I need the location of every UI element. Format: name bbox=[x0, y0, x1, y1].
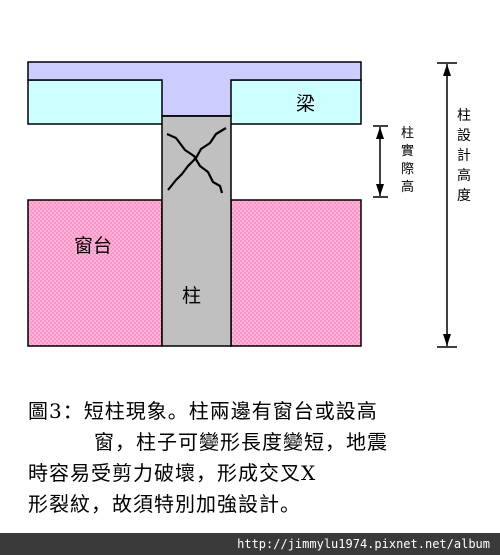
short-column-diagram: 梁 窗台 柱 柱 實 際 高 柱 設 計 高 度 bbox=[27, 61, 471, 348]
windowsill-right bbox=[230, 199, 362, 347]
watermark-bar: http://jimmylu1974.pixnet.net/album bbox=[0, 533, 500, 555]
caption-line: 形裂紋，故須特別加強設計。 bbox=[28, 492, 301, 516]
column-label: 柱 bbox=[182, 285, 201, 307]
label-char: 柱 bbox=[457, 108, 471, 124]
label-char: 柱 bbox=[401, 126, 414, 141]
caption-line: 時容易受剪力破壞，形成交叉X bbox=[28, 461, 317, 485]
column-actual-height-dimension bbox=[373, 125, 388, 198]
label-char: 度 bbox=[457, 188, 471, 204]
label-char: 高 bbox=[457, 167, 471, 184]
column bbox=[161, 115, 232, 347]
beam-label: 梁 bbox=[296, 93, 315, 115]
caption-line: 窗，柱子可變形長度變短，地震 bbox=[94, 430, 388, 454]
column-design-height-label: 柱 設 計 高 度 bbox=[457, 108, 471, 204]
windowsill-left bbox=[27, 199, 163, 347]
label-char: 設 bbox=[457, 128, 471, 144]
x-crack bbox=[166, 127, 227, 194]
label-char: 際 bbox=[401, 162, 414, 177]
figure-caption: 圖3：短柱現象。柱兩邊有窗台或設高 窗，柱子可變形長度變短，地震 時容易受剪力破… bbox=[28, 396, 488, 520]
label-char: 高 bbox=[401, 179, 414, 195]
windowsill-label: 窗台 bbox=[74, 235, 112, 257]
column-design-height-dimension bbox=[437, 62, 457, 348]
album-url: http://jimmylu1974.pixnet.net/album bbox=[237, 537, 490, 551]
caption-line: 圖3：短柱現象。柱兩邊有窗台或設高 bbox=[28, 399, 378, 423]
column-actual-height-label: 柱 實 際 高 bbox=[401, 126, 414, 195]
label-char: 實 bbox=[401, 143, 414, 159]
label-char: 計 bbox=[457, 148, 471, 164]
